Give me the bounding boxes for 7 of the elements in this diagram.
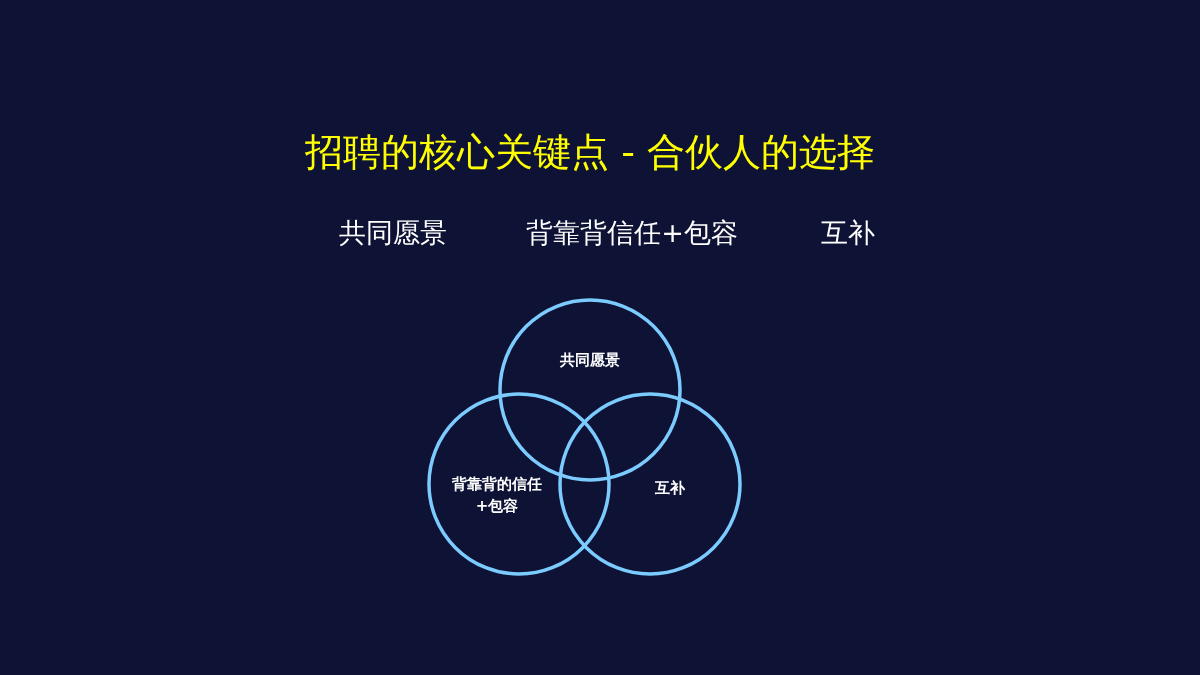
principle-label: 共同愿景 xyxy=(339,216,447,250)
title: 招聘的核心关键点 - 合伙人的选择 xyxy=(304,129,876,176)
circle-label: 背靠背的信任+包容 xyxy=(451,474,543,517)
circle-label: 互补 xyxy=(654,478,686,499)
circle-label: 共同愿景 xyxy=(559,350,621,371)
principle-label: 背靠背信任+包容 xyxy=(526,216,738,250)
principle-label: 互补 xyxy=(821,216,875,250)
